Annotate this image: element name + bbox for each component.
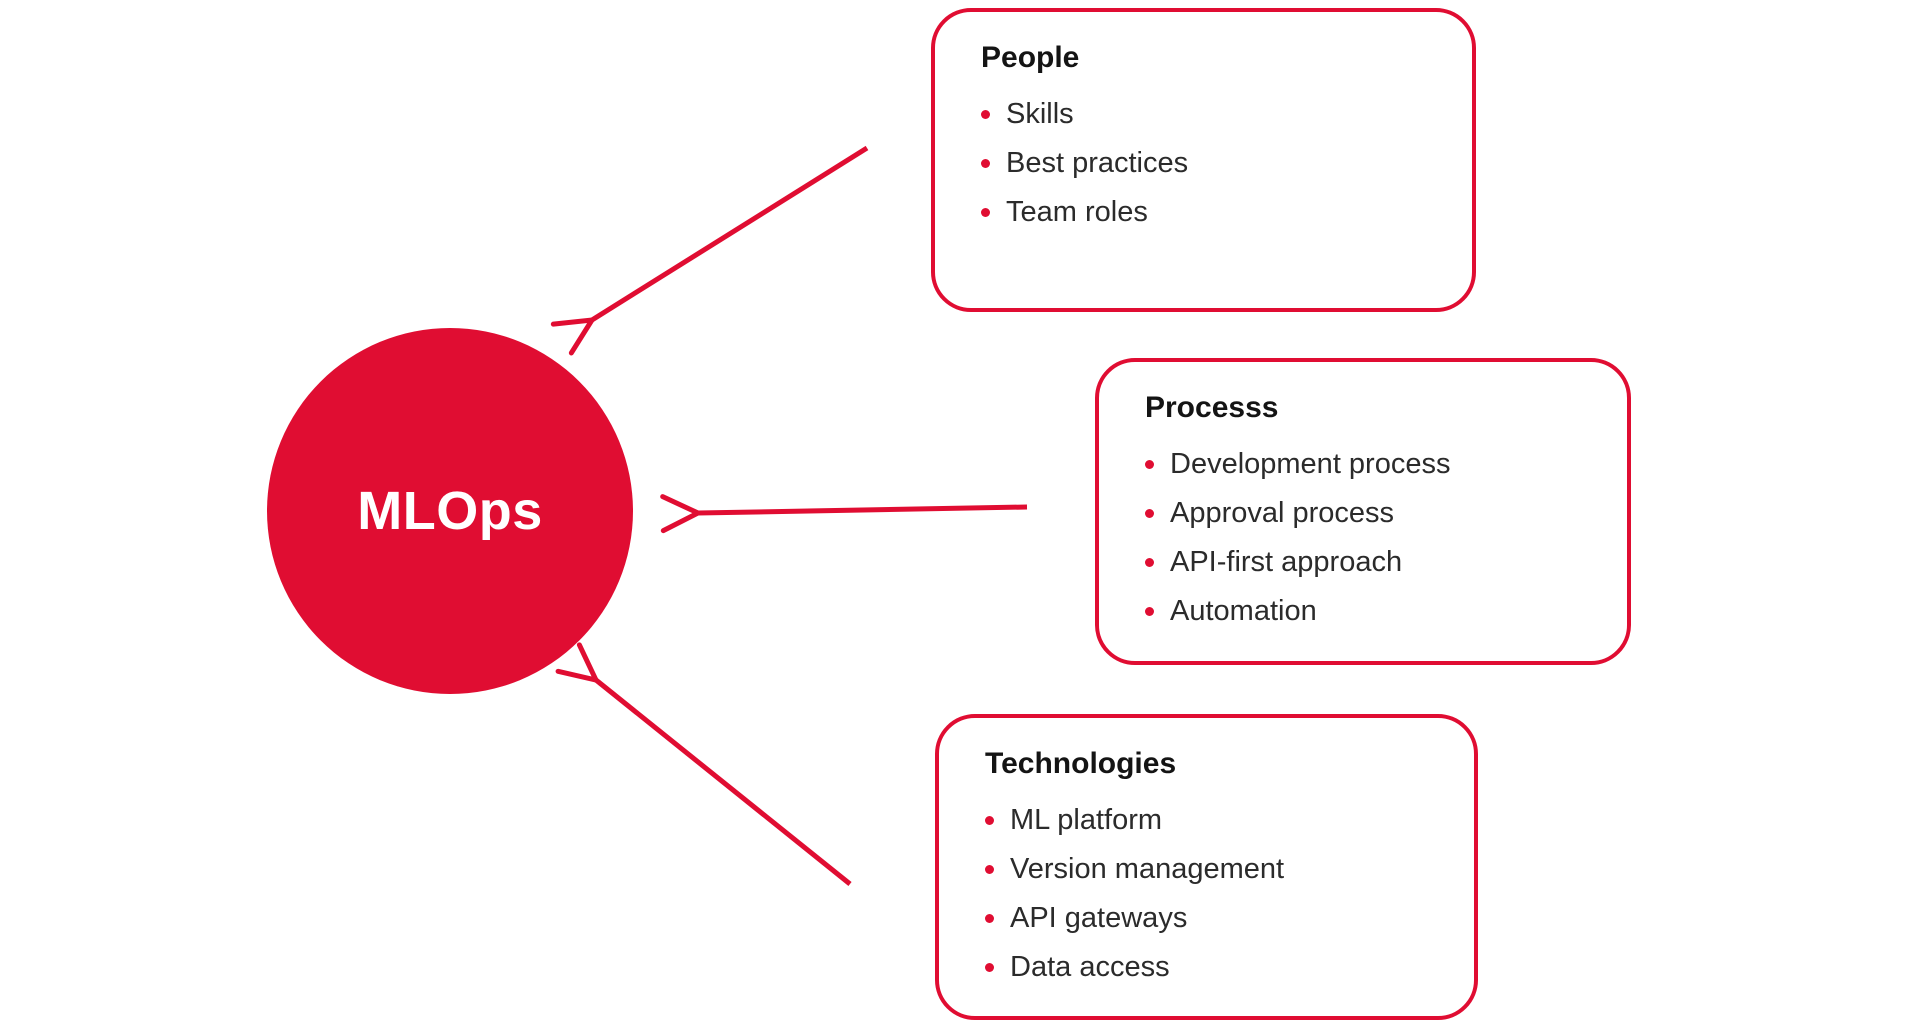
people-box-list: Skills Best practices Team roles [981, 90, 1448, 237]
list-item: Skills [981, 90, 1448, 139]
list-item-label: Data access [1010, 951, 1170, 983]
list-item-label: API gateways [1010, 902, 1188, 934]
bullet-dot-icon [985, 865, 994, 874]
list-item: ML platform [985, 796, 1450, 845]
bullet-dot-icon [985, 914, 994, 923]
bullet-dot-icon [1145, 607, 1154, 616]
list-item-label: Automation [1170, 595, 1317, 627]
mlops-label: MLOps [357, 481, 543, 541]
bullet-dot-icon [1145, 460, 1154, 469]
list-item: Best practices [981, 139, 1448, 188]
technologies-box: Technologies ML platform Version managem… [935, 714, 1478, 1020]
bullet-dot-icon [1145, 558, 1154, 567]
mlops-node: MLOps [267, 328, 633, 694]
list-item: Version management [985, 845, 1450, 894]
technologies-box-title: Technologies [985, 747, 1177, 780]
bullet-dot-icon [981, 110, 990, 119]
bullet-dot-icon [1145, 509, 1154, 518]
people-box-title: People [981, 41, 1080, 74]
arrow-people-to-mlops [592, 145, 869, 320]
process-box-list: Development process Approval process API… [1145, 440, 1603, 636]
list-item: Approval process [1145, 489, 1603, 538]
bullet-dot-icon [985, 963, 994, 972]
list-item-label: Best practices [1006, 147, 1189, 179]
list-item-label: Team roles [1006, 196, 1148, 228]
arrow-process-to-mlops [698, 507, 1028, 513]
list-item-label: ML platform [1010, 804, 1163, 836]
list-item-label: Version management [1010, 853, 1285, 885]
list-item: Team roles [981, 188, 1448, 237]
process-box: Processs Development process Approval pr… [1095, 358, 1631, 665]
process-box-title: Processs [1145, 391, 1279, 424]
bullet-dot-icon [985, 816, 994, 825]
arrow-technologies-to-mlops [596, 680, 852, 886]
people-box: People Skills Best practices Team roles [931, 8, 1476, 312]
list-item-label: API-first approach [1170, 546, 1403, 578]
list-item: API gateways [985, 894, 1450, 943]
list-item: Automation [1145, 587, 1603, 636]
list-item-label: Skills [1006, 98, 1074, 130]
list-item-label: Development process [1170, 448, 1451, 480]
technologies-box-list: ML platform Version management API gatew… [985, 796, 1450, 992]
list-item: Data access [985, 943, 1450, 992]
list-item: API-first approach [1145, 538, 1603, 587]
list-item-label: Approval process [1170, 497, 1395, 529]
bullet-dot-icon [981, 159, 990, 168]
bullet-dot-icon [981, 208, 990, 217]
list-item: Development process [1145, 440, 1603, 489]
